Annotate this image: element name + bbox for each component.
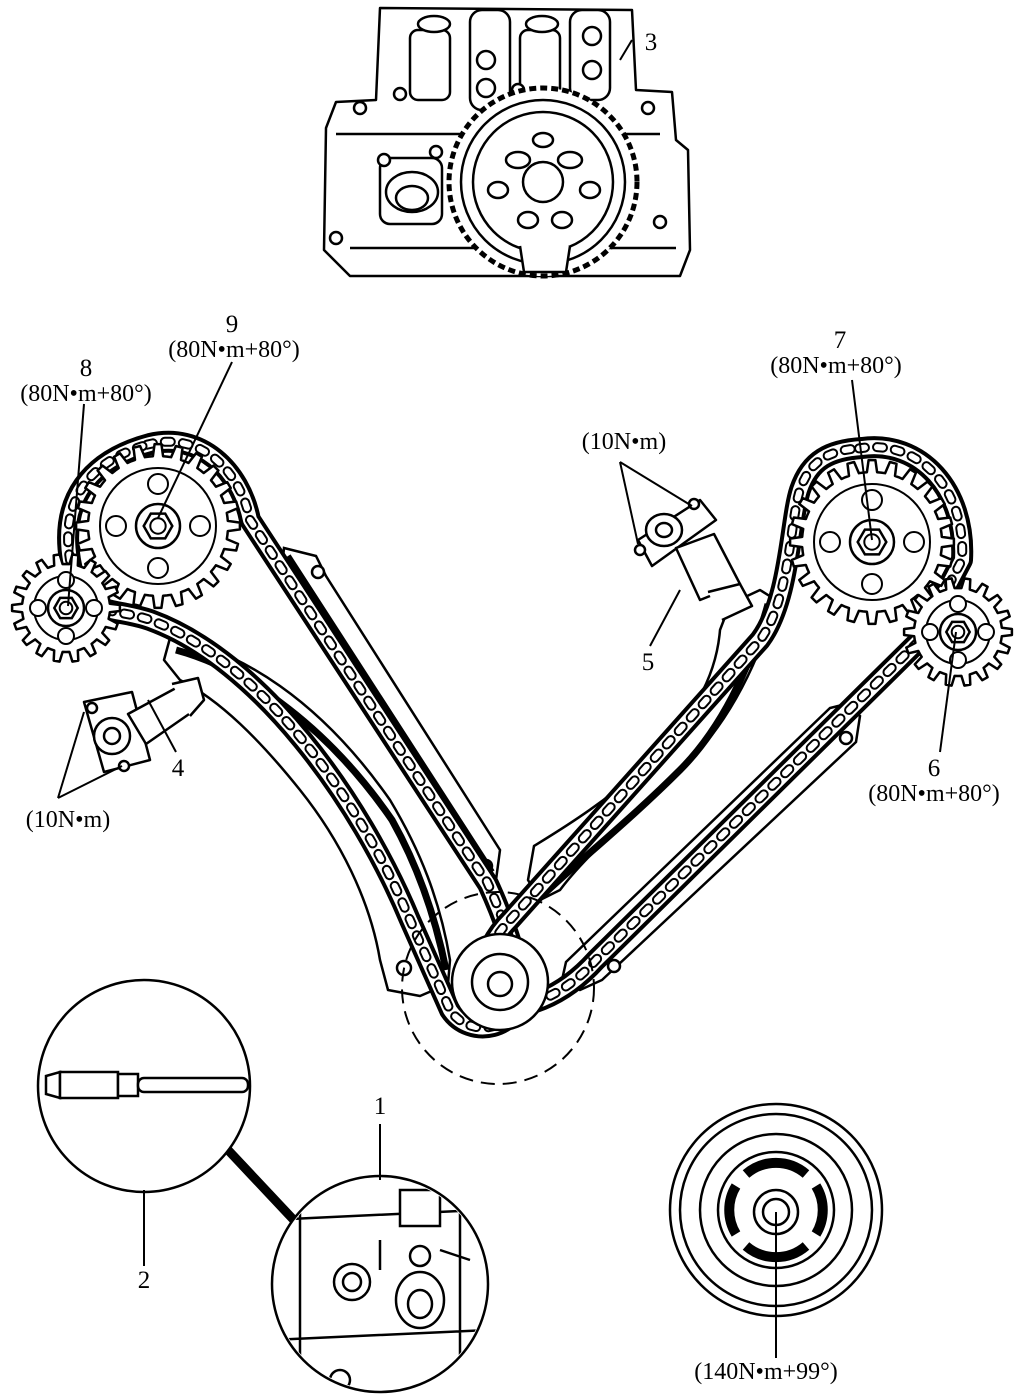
torque-pulley: (140N•m+99°) bbox=[694, 1359, 838, 1385]
engine-block-detail bbox=[270, 1174, 490, 1394]
label-3: 3 bbox=[644, 29, 658, 56]
left-hydraulic-tensioner bbox=[82, 676, 206, 774]
leader-3 bbox=[619, 39, 633, 61]
crankshaft-pulley bbox=[668, 1102, 884, 1318]
leader-lines bbox=[57, 361, 957, 1358]
torque-7: (80N•m+80°) bbox=[770, 353, 902, 379]
label-6: 6 bbox=[927, 755, 941, 782]
torque-6: (80N•m+80°) bbox=[868, 781, 1000, 807]
timing-pin-tool-detail bbox=[36, 978, 252, 1194]
label-5: 5 bbox=[641, 649, 655, 676]
left-tensioner-arm bbox=[162, 636, 452, 998]
crank-detail-dashed-circle bbox=[401, 891, 595, 1085]
torque-5: (10N•m) bbox=[581, 429, 667, 455]
right-hydraulic-tensioner bbox=[633, 497, 754, 622]
label-7: 7 bbox=[833, 327, 847, 354]
label-9: 9 bbox=[225, 311, 239, 338]
crankshaft-sprocket bbox=[450, 932, 550, 1032]
label-1: 1 bbox=[373, 1093, 387, 1120]
sprocket-7 bbox=[788, 458, 956, 626]
sprocket-9 bbox=[74, 442, 242, 610]
label-4: 4 bbox=[171, 755, 185, 782]
cylinder-head-view bbox=[322, 6, 692, 279]
torque-9: (80N•m+80°) bbox=[168, 337, 300, 363]
sprocket-6 bbox=[902, 577, 1014, 687]
torque-4: (10N•m) bbox=[25, 807, 111, 833]
label-8: 8 bbox=[79, 355, 93, 382]
label-2: 2 bbox=[137, 1267, 151, 1294]
sprocket-8 bbox=[10, 553, 122, 663]
torque-8: (80N•m+80°) bbox=[20, 381, 152, 407]
